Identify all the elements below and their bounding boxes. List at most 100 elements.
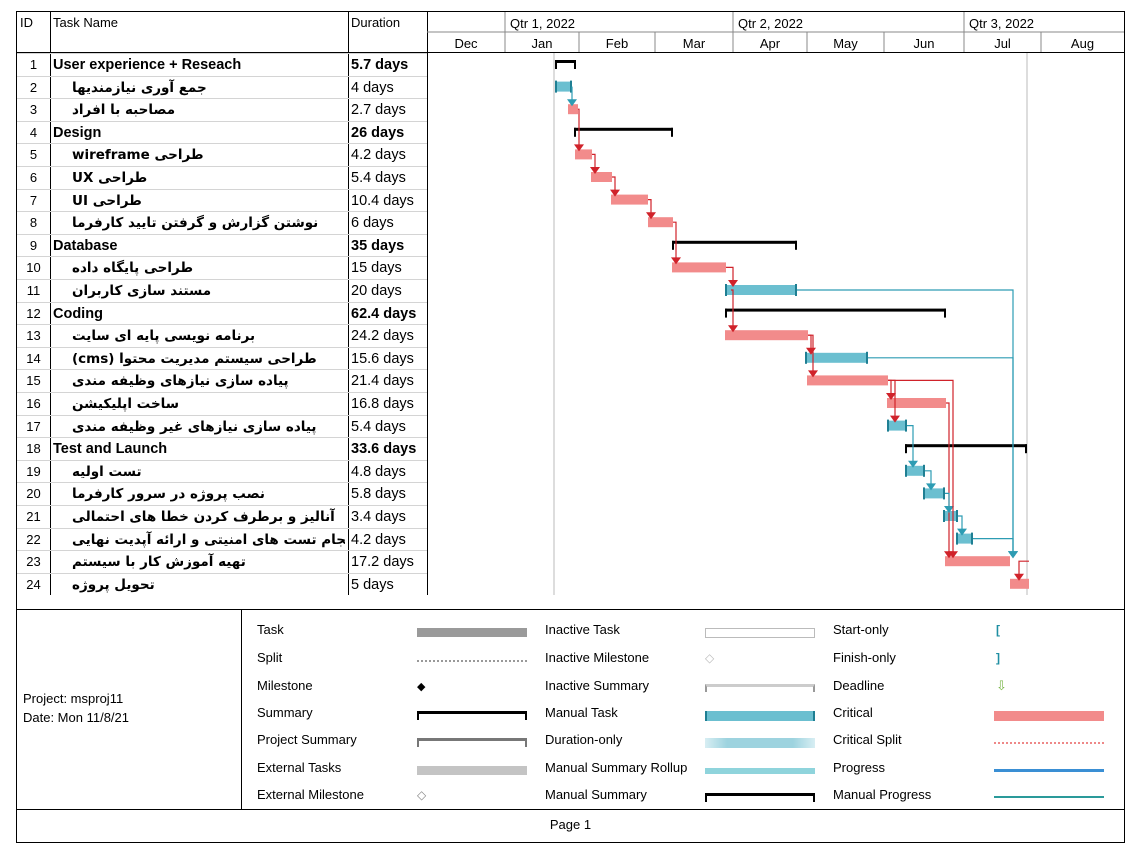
task-duration[interactable]: 6 days — [351, 215, 394, 232]
task-name[interactable]: Design — [53, 124, 102, 141]
task-duration[interactable]: 3.4 days — [351, 509, 406, 525]
task-duration[interactable]: 5.8 days — [351, 486, 406, 503]
dependency-arrow — [948, 551, 958, 559]
task-name[interactable]: آنالیز و برطرف کردن خطا های احتمالی — [53, 506, 345, 528]
task-name[interactable]: طراحی UX — [53, 167, 345, 189]
task-name-text: جمع آوری نیازمندیها — [72, 79, 207, 96]
task-duration[interactable]: 5.7 days — [351, 57, 409, 73]
task-name[interactable]: نصب پروژه در سرور کارفرما — [53, 483, 345, 505]
task-duration[interactable]: 33.6 days — [351, 441, 417, 458]
dependency-arrow — [957, 528, 967, 536]
task-name[interactable]: Test and Launch — [53, 441, 168, 458]
summary-bar — [672, 240, 797, 244]
task-duration[interactable]: 15 days — [351, 260, 402, 277]
task-duration[interactable]: 21.4 days — [351, 373, 414, 390]
task-id: 7 — [29, 192, 38, 208]
column-header-duration[interactable]: Duration — [351, 15, 401, 30]
task-name[interactable]: Coding — [53, 305, 103, 322]
task-name[interactable]: طراحی پایگاه داده — [53, 257, 345, 279]
task-row[interactable]: 20 نصب پروژه در سرور کارفرما 5.8 days — [17, 482, 427, 505]
dependency-link — [808, 334, 814, 374]
task-name[interactable]: مصاحبه با افراد — [53, 99, 345, 121]
task-duration[interactable]: 5.4 days — [351, 418, 406, 435]
legend-label: Inactive Milestone — [545, 650, 650, 665]
task-name-text: طراحی UX — [72, 170, 148, 186]
manual-task-bar — [555, 81, 572, 92]
task-duration[interactable]: 15.6 days — [351, 350, 414, 367]
manual-summary-rollup-swatch — [705, 768, 815, 774]
task-duration[interactable]: 24.2 days — [351, 328, 414, 345]
task-duration[interactable]: 26 days — [351, 124, 405, 141]
task-duration[interactable]: 35 days — [351, 237, 405, 254]
task-name[interactable]: طراحی سیستم مدیریت محتوا (cms) — [53, 348, 345, 370]
task-name[interactable]: انجام تست های امنیتی و ارائه آپدیت نهایی — [53, 529, 345, 551]
task-name[interactable]: تهیه آموزش کار با سیستم — [53, 551, 345, 573]
column-header-task-name[interactable]: Task Name — [53, 15, 119, 30]
manual-task-bar — [887, 420, 907, 431]
task-duration[interactable]: 62.4 days — [351, 305, 417, 322]
task-name[interactable]: جمع آوری نیازمندیها — [53, 77, 345, 99]
legend-label: External Tasks — [257, 760, 342, 775]
task-name[interactable]: تحویل پروژه — [53, 574, 345, 596]
task-name[interactable]: طراحی wireframe — [53, 144, 345, 166]
task-name-text: طراحی سیستم مدیریت محتوا (cms) — [72, 350, 317, 367]
task-duration[interactable]: 17.2 days — [351, 554, 414, 571]
task-duration[interactable]: 16.8 days — [351, 396, 414, 412]
task-name[interactable]: طراحی UI — [53, 190, 345, 212]
dependency-arrow — [610, 189, 620, 197]
task-name[interactable]: User experience + Reseach — [53, 57, 242, 73]
task-name[interactable]: پیاده سازی نیازهای غیر وظیفه مندی — [53, 416, 345, 438]
month-label: May — [833, 36, 858, 51]
task-row[interactable]: 7 طراحی UI 10.4 days — [17, 188, 427, 212]
task-duration[interactable]: 2.7 days — [351, 102, 406, 119]
task-duration[interactable]: 4.2 days — [351, 147, 406, 164]
task-duration[interactable]: 4 days — [351, 79, 394, 96]
dependency-arrow — [574, 144, 584, 152]
summary-bar — [555, 60, 576, 63]
dependency-link — [1018, 560, 1029, 577]
dependency-link — [946, 402, 950, 555]
task-name[interactable]: ساخت اپلیکیشن — [53, 393, 345, 415]
task-name-text: تست اولیه — [72, 463, 142, 480]
manual-task-cap — [956, 510, 958, 522]
task-name[interactable]: برنامه نویسی پایه ای سایت — [53, 325, 345, 347]
task-name[interactable]: Database — [53, 237, 118, 254]
task-duration[interactable]: 20 days — [351, 283, 402, 299]
task-name[interactable]: مستند سازی کاربران — [53, 280, 345, 302]
task-duration[interactable]: 5 days — [351, 576, 394, 593]
task-name[interactable]: پیاده سازی نیازهای وظیفه مندی — [53, 370, 345, 392]
task-name[interactable]: تست اولیه — [53, 461, 345, 483]
legend-label: Summary — [257, 705, 313, 720]
task-id: 20 — [26, 486, 41, 502]
column-header-id[interactable]: ID — [20, 15, 33, 30]
dependency-arrow — [590, 167, 600, 174]
task-name[interactable]: نوشتن گزارش و گرفتن تایید کارفرما — [53, 212, 345, 234]
quarter-label: Qtr 1, 2022 — [510, 16, 575, 31]
task-duration[interactable]: 10.4 days — [351, 192, 414, 209]
task-duration[interactable]: 5.4 days — [351, 170, 406, 186]
task-duration[interactable]: 4.2 days — [351, 531, 406, 548]
task-duration[interactable]: 4.8 days — [351, 463, 406, 480]
